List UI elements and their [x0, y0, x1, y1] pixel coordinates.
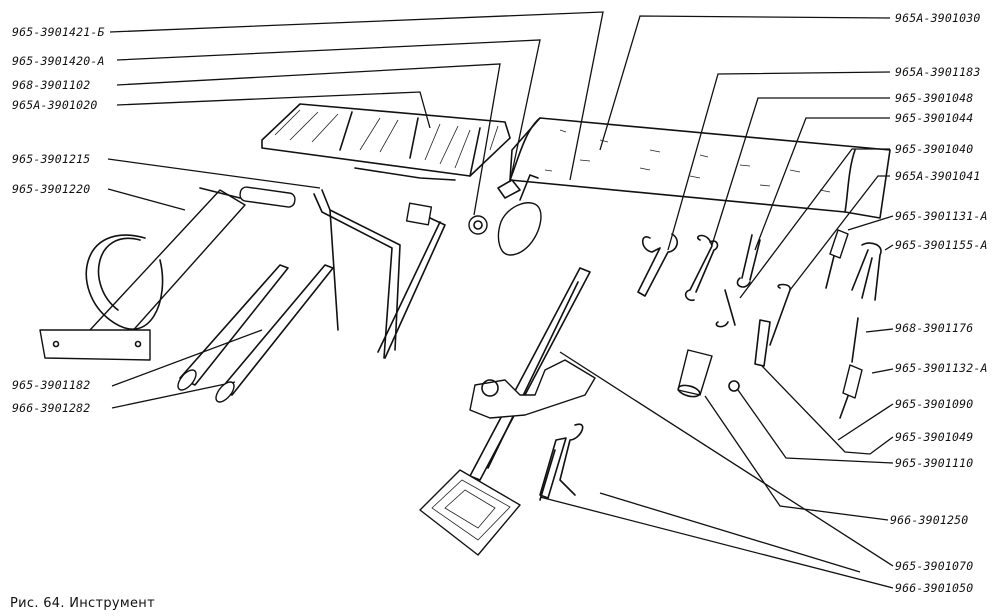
label-965-3901090: 965-3901090: [895, 397, 973, 411]
leader-965-3901182: [111, 329, 263, 387]
label-965-3901040: 965-3901040: [895, 142, 973, 156]
leader-965-3901090: [837, 403, 894, 441]
label-968-3901102: 968-3901102: [12, 78, 90, 92]
label-965-3901049: 965-3901049: [895, 430, 973, 444]
leader-965-3901215: [107, 158, 321, 189]
jack-drawing: [419, 267, 596, 556]
part-labels: 965-3901421-Б 965-3901420-А 968-3901102 …: [12, 11, 988, 595]
adjustable-wrench-drawing: [637, 233, 679, 297]
tyre-levers-drawing: [177, 264, 334, 403]
socket-wrench-drawing: [377, 202, 446, 359]
label-965-3901044: 965-3901044: [895, 111, 973, 125]
leader-965-3901044: [754, 117, 890, 251]
leader-965-3901131-a: [847, 215, 894, 231]
grease-gun-drawing: [468, 174, 542, 256]
label-965-3901215: 965-3901215: [12, 152, 90, 166]
leader-965-3901420-a: [116, 39, 541, 183]
label-966-3901282: 966-3901282: [12, 401, 90, 415]
label-965-3901420-a: 965-3901420-А: [12, 54, 105, 68]
tool-roll-drawing: [261, 103, 511, 181]
leader-965-3901110: [737, 389, 894, 464]
leader-965-3901220: [107, 188, 186, 211]
leader-965-3901155-a: [884, 244, 894, 251]
label-965-3901070: 965-3901070: [895, 559, 973, 573]
label-965-3901048: 965-3901048: [895, 91, 973, 105]
label-965a-3901183: 965А-3901183: [895, 65, 980, 79]
leader-965-3901049: [761, 365, 894, 455]
hook-rod-drawing: [539, 437, 567, 499]
label-965-3901421-b: 965-3901421-Б: [12, 25, 105, 39]
leader-965-3901048: [711, 97, 890, 246]
label-965-3901132-a: 965-3901132-А: [895, 361, 988, 375]
leader-966-3901250: [704, 395, 889, 521]
label-965-3901131-a: 965-3901131-А: [895, 209, 988, 223]
label-965a-3901030: 965А-3901030: [895, 11, 980, 25]
figure-caption: Рис. 64. Инструмент: [10, 596, 155, 611]
label-965-3901110: 965-3901110: [895, 456, 973, 470]
leader-lines: [107, 11, 894, 589]
label-966-3901050: 966-3901050: [895, 581, 973, 595]
label-965-3901182: 965-3901182: [12, 378, 90, 392]
leader-965a-3901183: [667, 71, 891, 251]
leader-968-3901102: [116, 63, 501, 216]
leader-965a-3901030: [599, 15, 891, 151]
leader-965a-3901020: [116, 91, 431, 129]
leader-968-3901176: [865, 328, 894, 333]
tyre-pump-drawing: [39, 186, 296, 361]
label-965-3901220: 965-3901220: [12, 182, 90, 196]
label-965-3901155-a: 965-3901155-А: [895, 238, 988, 252]
leader-hook-extra: [599, 492, 861, 573]
box-spanner-drawing: [677, 319, 771, 398]
cloth-roll-drawing: [509, 117, 891, 219]
leader-965-3901421-b: [109, 11, 604, 181]
label-965a-3901041: 965А-3901041: [895, 169, 980, 183]
leader-965-3901132-a: [871, 368, 894, 374]
leader-966-3901282: [111, 381, 236, 409]
label-965a-3901020: 965А-3901020: [12, 98, 97, 112]
leader-966-3901050: [539, 496, 894, 589]
crank-handle-drawing: [313, 189, 401, 359]
label-968-3901176: 968-3901176: [895, 321, 973, 335]
screwdrivers-pliers-drawing: [825, 229, 882, 419]
leader-965-3901070: [559, 351, 894, 567]
open-end-wrenches-drawing: [684, 234, 791, 346]
label-966-3901250: 966-3901250: [890, 513, 968, 527]
